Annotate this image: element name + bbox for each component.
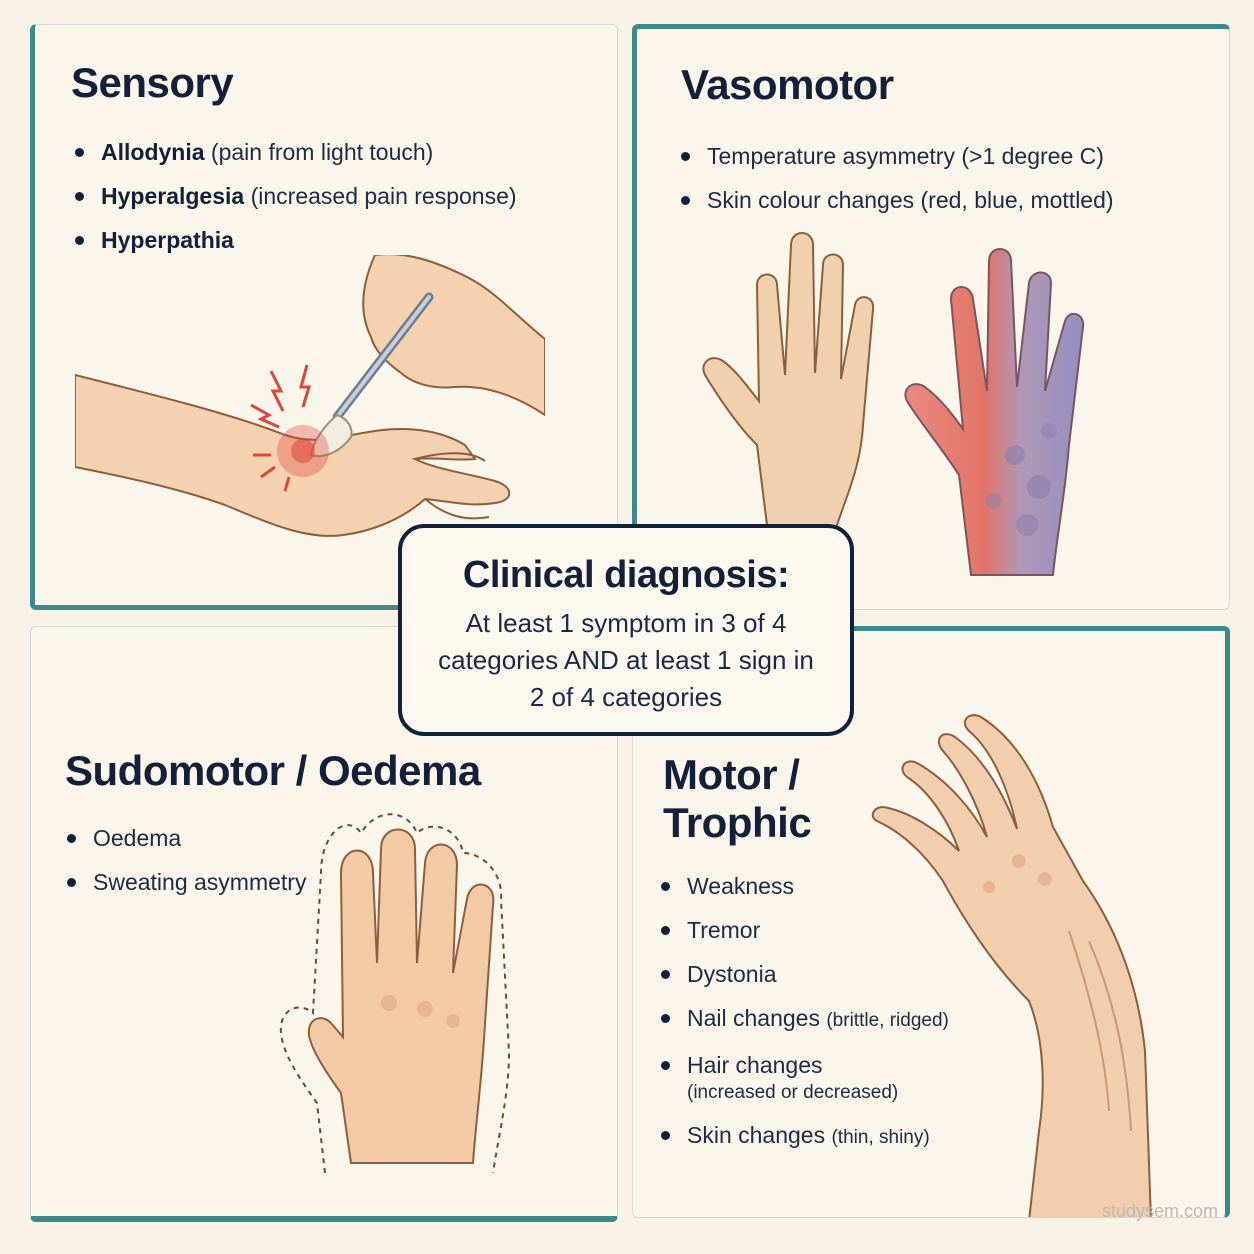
list-item: Sweating asymmetry <box>65 867 306 897</box>
swollen-hand-illustration <box>279 813 511 1174</box>
motor-title: Motor / Trophic <box>663 751 812 847</box>
list-item: Weakness <box>659 871 949 901</box>
clinical-diagnosis-title: Clinical diagnosis: <box>462 554 790 596</box>
clinical-diagnosis-box: Clinical diagnosis: At least 1 symptom i… <box>398 524 854 736</box>
clinical-diagnosis-text: At least 1 symptom in 3 of 4 categories … <box>438 608 814 712</box>
list-item: Oedema <box>65 823 306 853</box>
list-item: Hyperalgesia (increased pain response) <box>73 181 517 211</box>
sudomotor-list: Oedema Sweating asymmetry <box>65 823 306 911</box>
motor-list: Weakness Tremor Dystonia Nail changes (b… <box>659 871 949 1167</box>
list-item: Temperature asymmetry (>1 degree C) <box>679 141 1114 171</box>
motor-title-line2: Trophic <box>663 799 812 846</box>
watermark: studysem.com <box>1101 1201 1218 1221</box>
hands-colour-illustration <box>702 232 1085 576</box>
list-item: Nail changes (brittle, ridged) <box>659 1003 949 1036</box>
sudomotor-title: Sudomotor / Oedema <box>65 747 481 794</box>
list-item: Tremor <box>659 915 949 945</box>
list-item: Skin colour changes (red, blue, mottled) <box>679 185 1114 215</box>
vasomotor-title: Vasomotor <box>681 61 894 108</box>
list-item: Allodynia (pain from light touch) <box>73 137 517 167</box>
motor-title-line1: Motor / <box>663 751 800 798</box>
panel-sensory: Sensory Allodynia (pain from light touch… <box>30 24 618 610</box>
list-item: Dystonia <box>659 959 949 989</box>
sensory-list: Allodynia (pain from light touch) Hypera… <box>73 137 517 269</box>
list-item: Hair changes(increased or decreased) <box>659 1050 949 1106</box>
brush-touch-illustration <box>75 255 545 537</box>
sensory-title: Sensory <box>71 59 234 106</box>
list-item: Hyperpathia <box>73 225 517 255</box>
panel-vasomotor: Vasomotor Temperature asymmetry (>1 degr… <box>632 24 1230 610</box>
vasomotor-list: Temperature asymmetry (>1 degree C) Skin… <box>679 141 1114 229</box>
clawed-hand-illustration <box>871 714 1152 1217</box>
list-item: Skin changes (thin, shiny) <box>659 1120 949 1153</box>
